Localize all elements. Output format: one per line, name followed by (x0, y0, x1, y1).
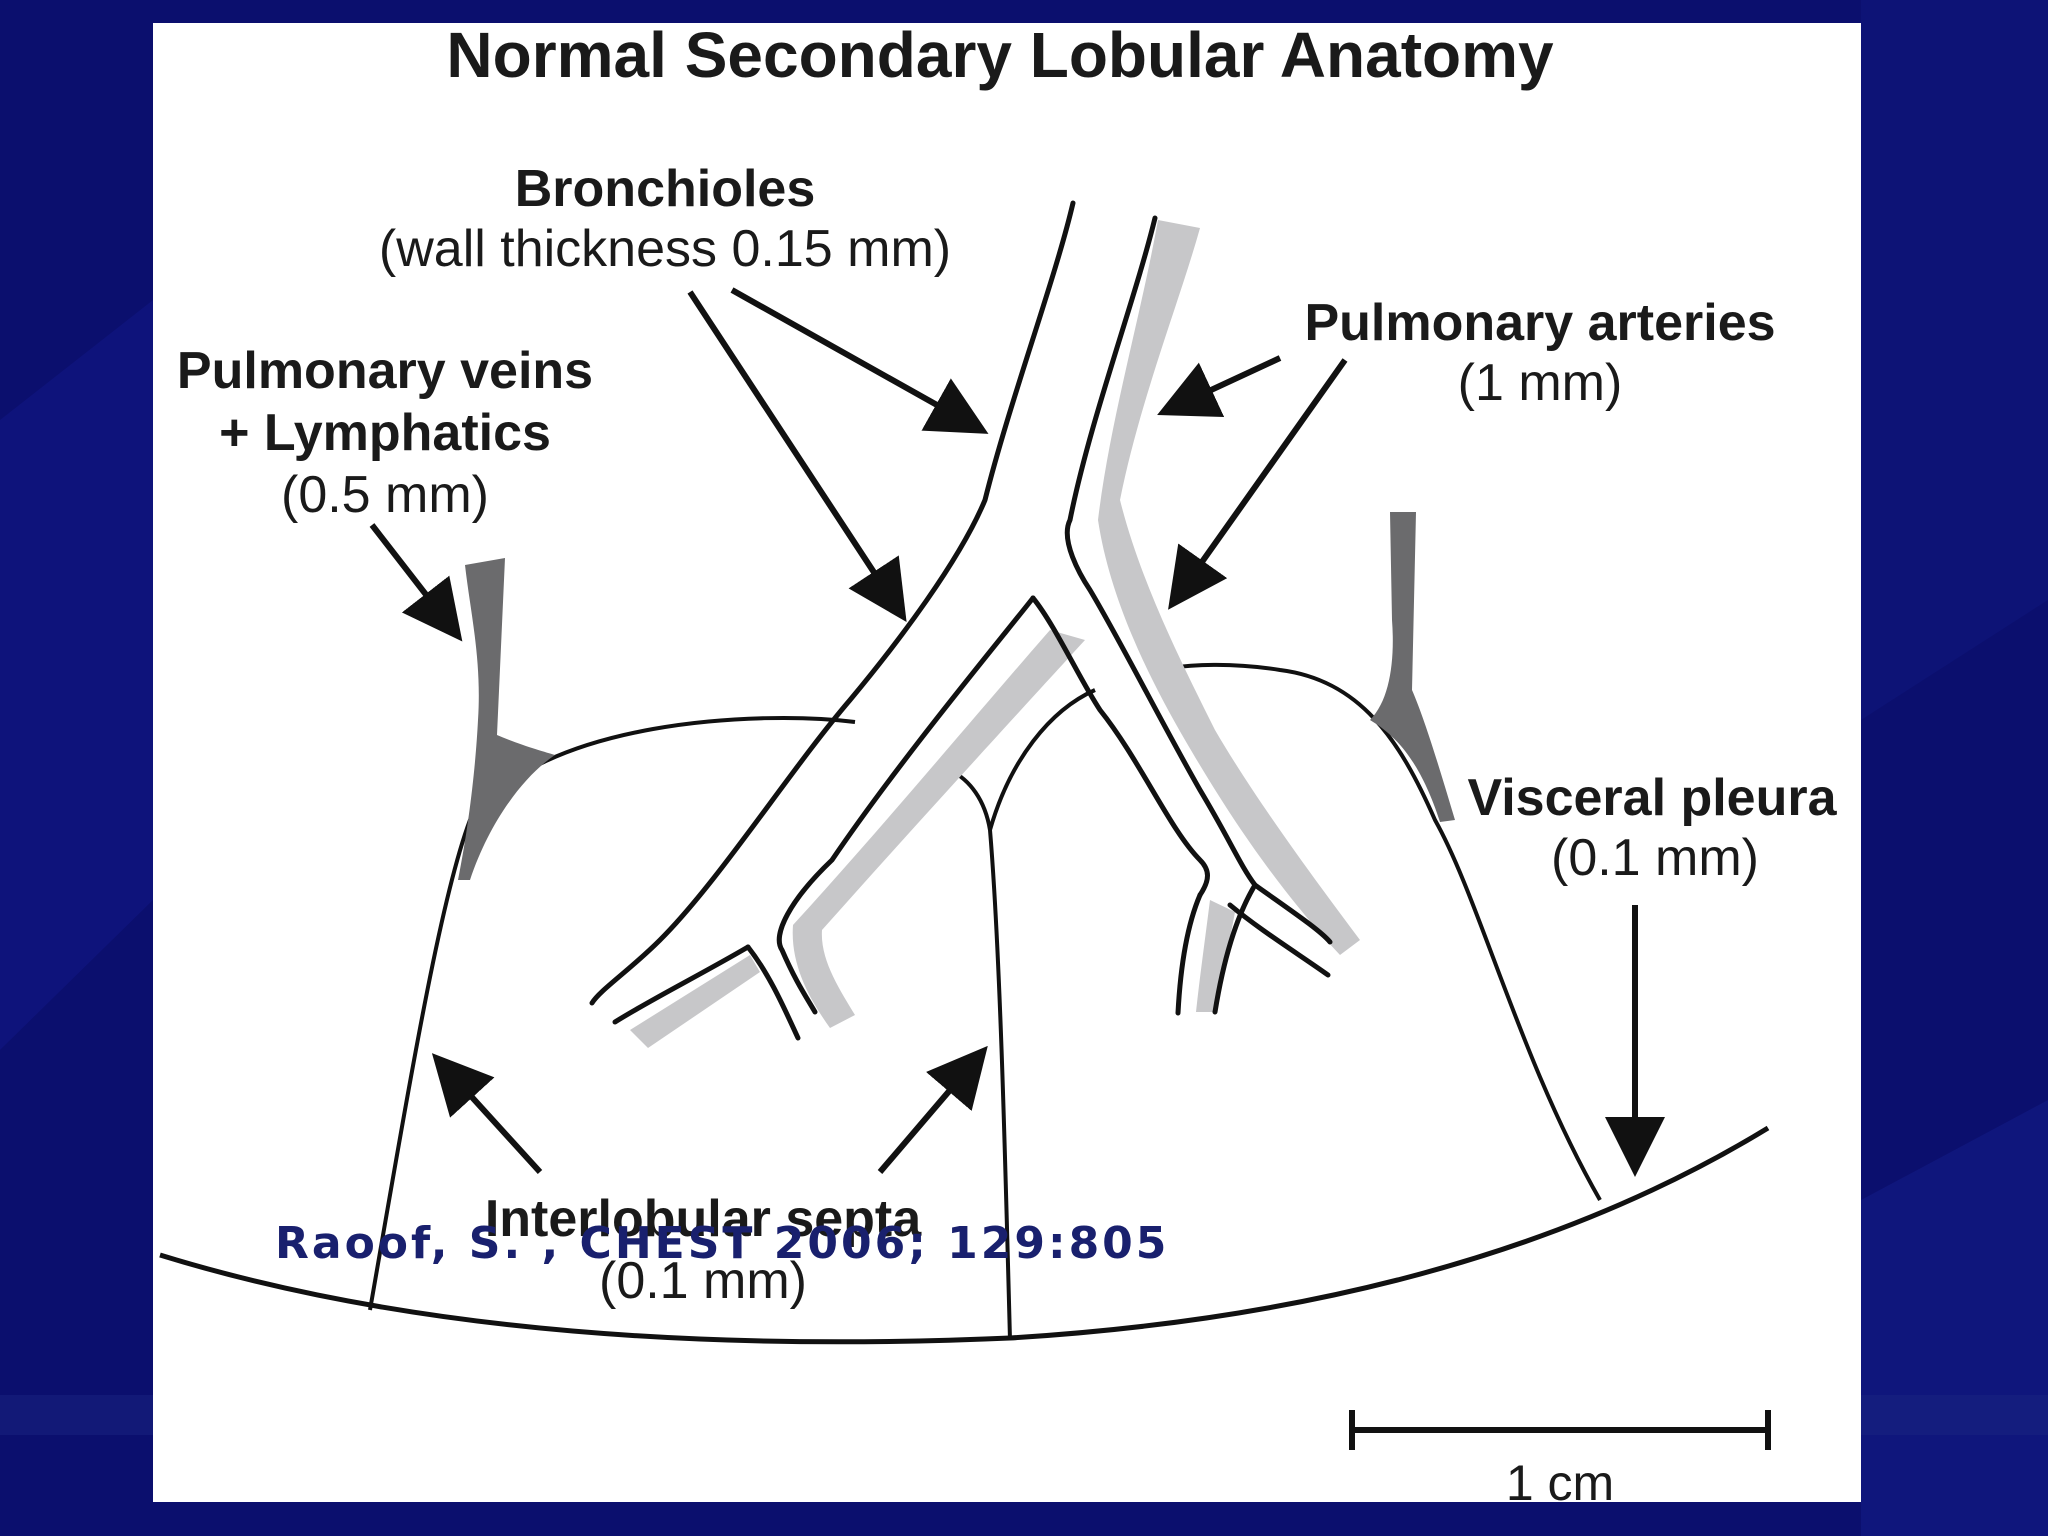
septum-middle-right (988, 688, 1096, 831)
bronchioles-arrow-upper (730, 287, 989, 434)
interlobular-septa-arrow-left (431, 1053, 543, 1175)
artery-right-twig (1196, 900, 1235, 1012)
artery-left-twig (630, 955, 760, 1048)
artery-main (1098, 220, 1360, 955)
vein-left (458, 558, 555, 880)
visceral-pleura-label: Visceral pleura (1467, 769, 1837, 827)
pulmonary-arteries-arrow-upper (1157, 355, 1282, 417)
bronchiole-tree (589, 200, 1333, 1041)
bronchioles-arrow-lower (687, 290, 907, 623)
pulmonary-arteries-arrow-lower (1168, 358, 1348, 610)
bronchioles-label: Bronchioles (515, 160, 816, 218)
septum-right (1169, 662, 1602, 1201)
scale-bar-label: 1 cm (1506, 1455, 1614, 1511)
diagram-title: Normal Secondary Lobular Anatomy (446, 19, 1554, 91)
pulmonary-arteries-detail: (1 mm) (1458, 354, 1623, 412)
interlobular-septa-label: Interlobular septa (485, 1190, 922, 1248)
interlobular-septa-arrow-right (877, 1045, 988, 1174)
pulmonary-arteries-label: Pulmonary arteries (1304, 294, 1775, 352)
pulmonary-veins-label-line1: Pulmonary veins (177, 342, 593, 400)
interlobular-septa-detail: (0.1 mm) (599, 1252, 807, 1310)
visceral-pleura-detail: (0.1 mm) (1551, 829, 1759, 887)
pulmonary-veins-detail: (0.5 mm) (281, 466, 489, 524)
pulmonary-veins-label-line2: + Lymphatics (219, 404, 551, 462)
pulmonary-veins-arrow (369, 523, 463, 642)
artery-left-branch (792, 630, 1085, 1028)
citation-text: Raoof, S. , CHEST 2006; 129:805 (275, 1218, 1170, 1269)
scale-bar (1349, 1410, 1771, 1450)
septum-middle (949, 768, 1012, 1341)
vein-right (1370, 512, 1455, 822)
bronchioles-detail: (wall thickness 0.15 mm) (379, 220, 951, 278)
